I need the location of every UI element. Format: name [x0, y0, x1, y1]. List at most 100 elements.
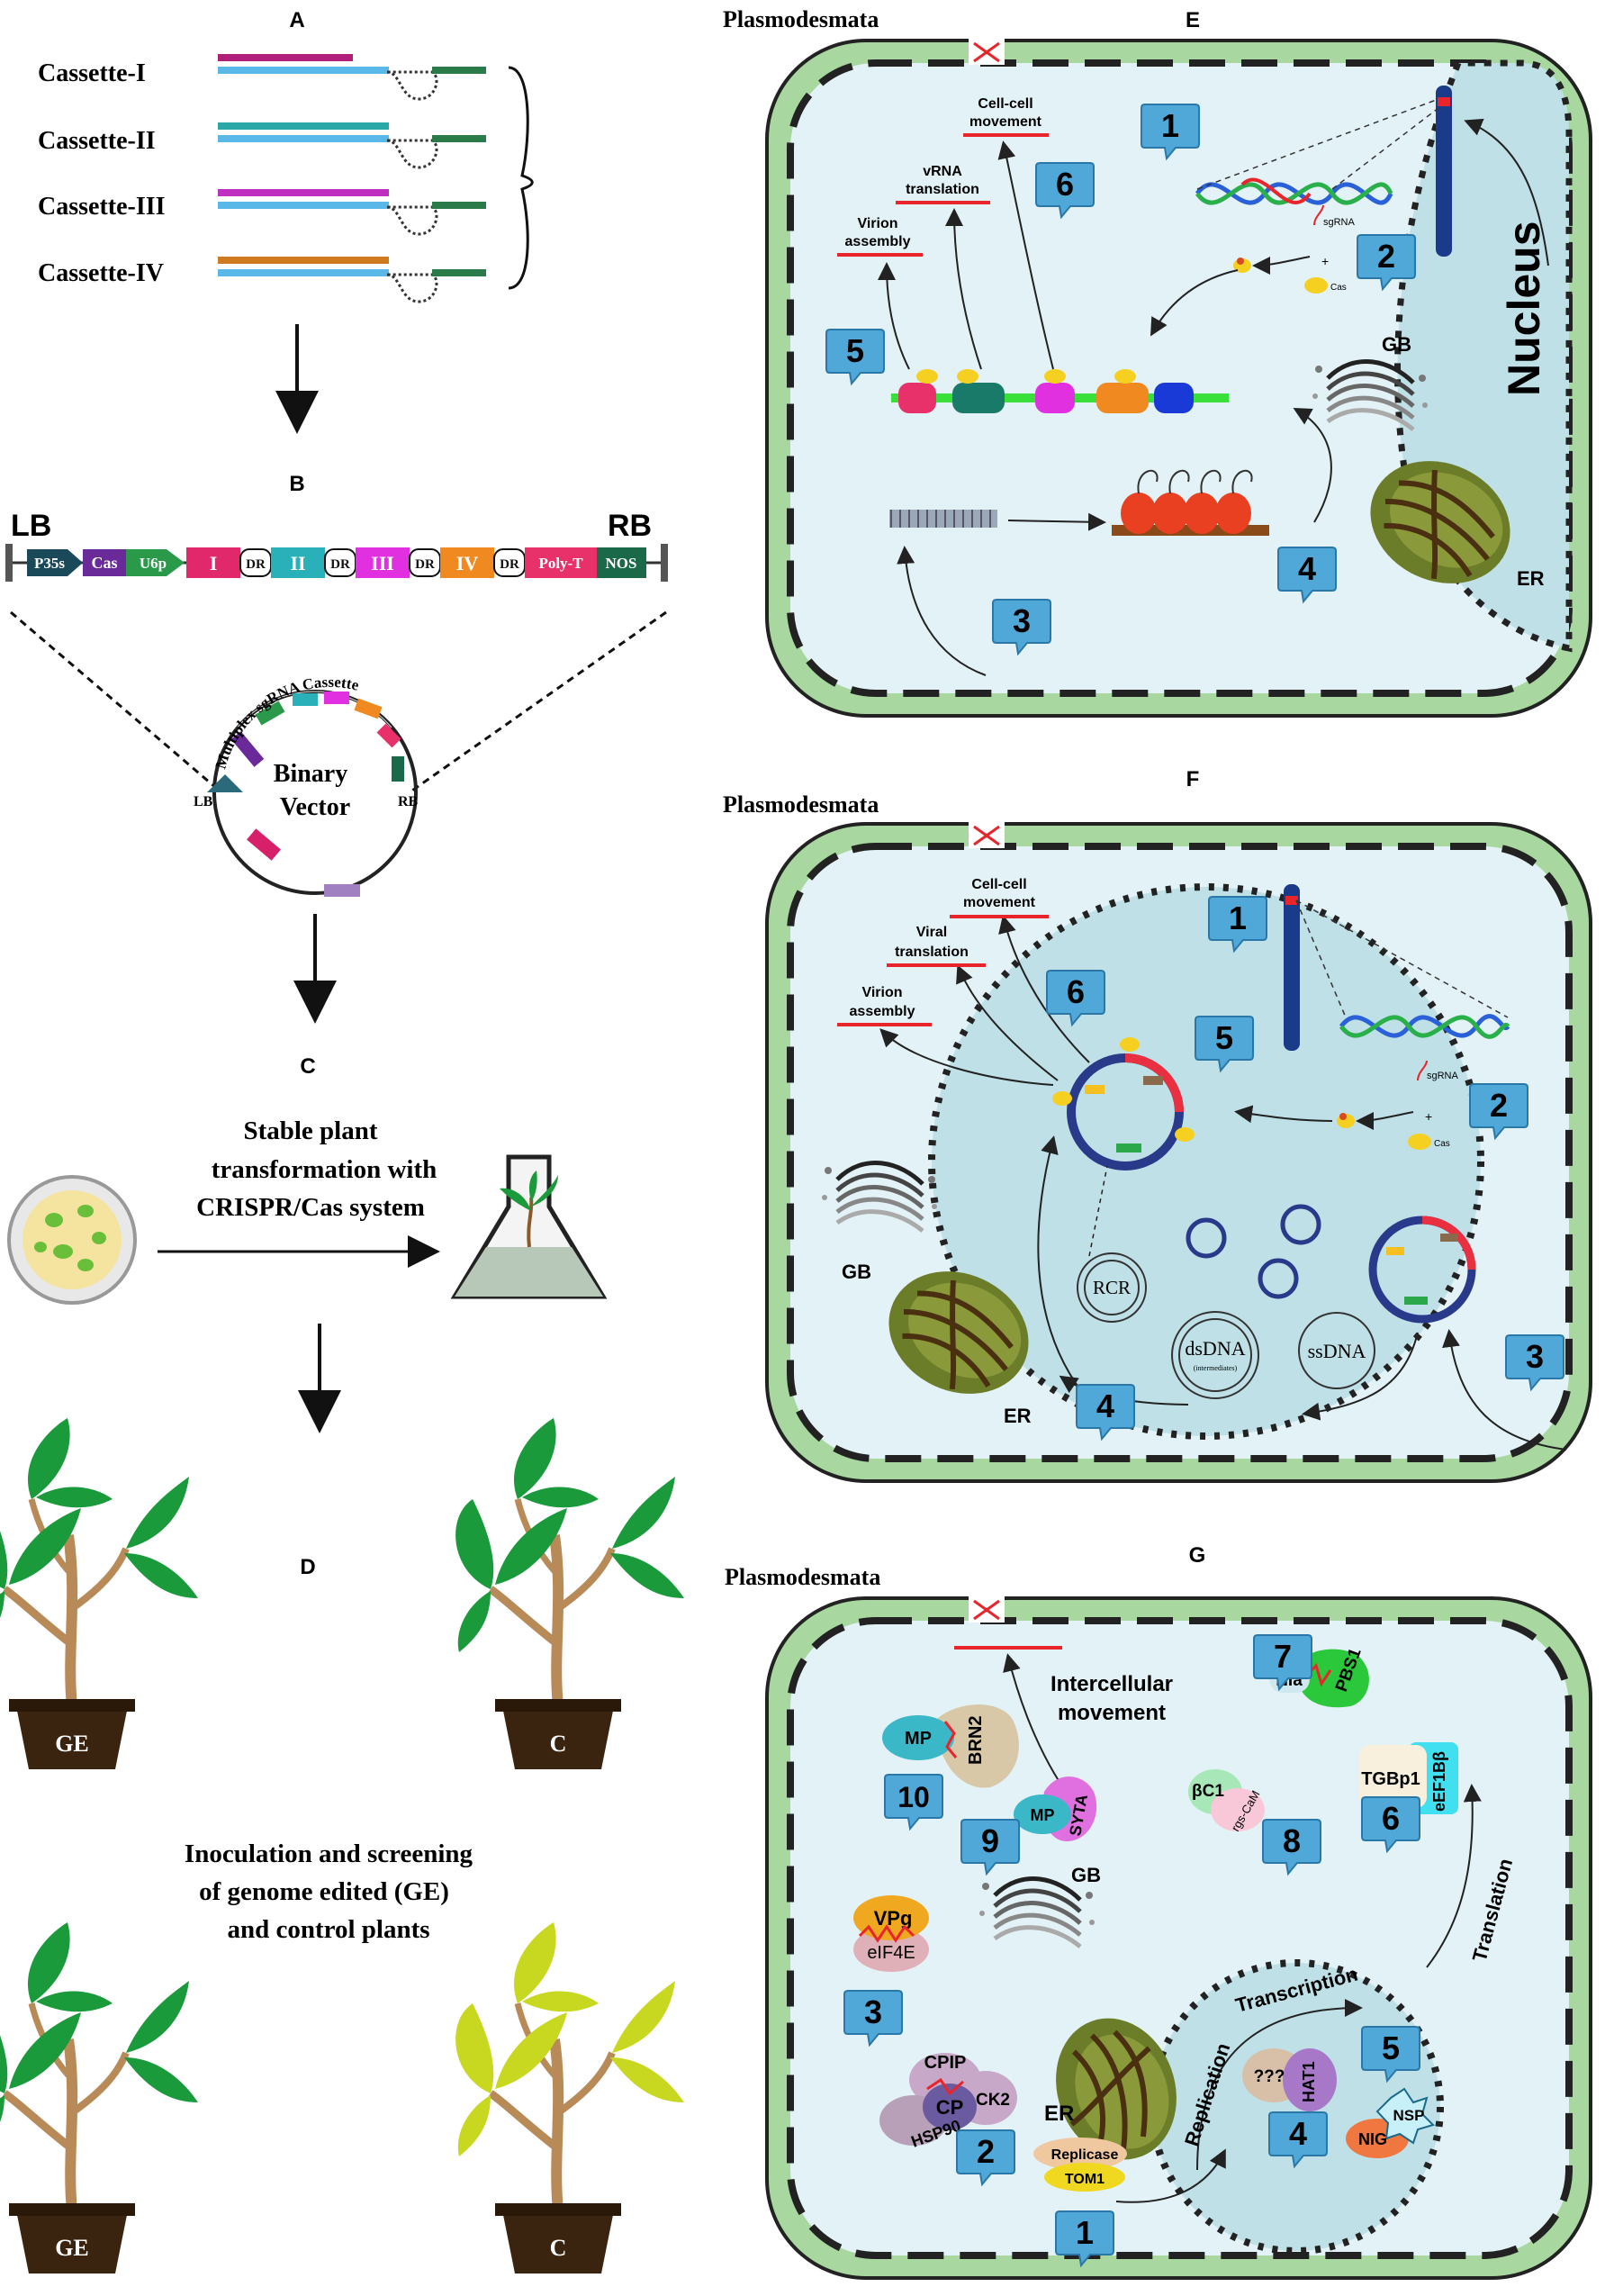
arrow-nucleus [1464, 118, 1549, 267]
arrow-translation [1293, 408, 1332, 523]
badge-number: 5 [846, 332, 864, 369]
zoom-line [1196, 98, 1439, 190]
cassette-list: Cassette-I Cassette-II Cassette-III Cass… [38, 54, 534, 303]
badge-number: 6 [1382, 1800, 1400, 1837]
plus-label: + [1425, 1109, 1432, 1124]
cas-label: Cas [1434, 1139, 1450, 1149]
badge-number: 9 [981, 1822, 999, 1859]
plasmid-lb: LB [194, 794, 213, 809]
step-badge: 3 [843, 1990, 903, 2046]
panel-a-letter: A [289, 8, 304, 32]
cp-label: CP [936, 2096, 964, 2119]
mp-label: MP [1031, 1806, 1055, 1824]
segment-label: U6p [140, 555, 167, 572]
arrow-translation-g [1426, 1784, 1482, 1968]
step-badge: 1 [1055, 2210, 1114, 2266]
ge-label: GE [55, 2235, 89, 2261]
cassette-iii-glyph [218, 189, 486, 236]
step-badge: 9 [960, 1819, 1020, 1875]
step-badge: 6 [1046, 970, 1105, 1026]
zoom-line [1331, 107, 1439, 190]
segment-label: IV [456, 552, 479, 574]
c-text: Stable plant [243, 1116, 377, 1145]
tom1-label: TOM1 [1065, 2172, 1105, 2187]
brn2-label: BRN2 [966, 1716, 986, 1765]
ssdna-label: ssDNA [1308, 1340, 1366, 1362]
complex-tgbp1-eef1bb: TGBp1 eEF1Bβ [1359, 1742, 1458, 1814]
gb-label: GB [842, 1261, 871, 1283]
cassette-label: Cassette-I [38, 59, 146, 87]
c-label: C [550, 2235, 567, 2261]
plasmodesmata-label: Plasmodesmata [723, 791, 879, 818]
plasmid-rb: RB [398, 794, 419, 809]
dashed-zoom-line [10, 610, 217, 790]
segment-label: I [210, 552, 218, 574]
segment-label: III [371, 552, 394, 574]
e-labels: Cell-cell movement vRNA translation Viri… [837, 96, 1049, 257]
step-badge: 2 [1357, 234, 1416, 290]
step-badge: 6 [1035, 162, 1095, 218]
complex-mp-brn2: MP BRN2 [882, 1704, 1019, 1788]
arrow-rcr-to-genome [1037, 1135, 1086, 1397]
ck2-label: CK2 [976, 2091, 1010, 2110]
badge-number: 1 [1076, 2214, 1094, 2251]
step-badge: 5 [1195, 1016, 1254, 1071]
plasmid-name: Binary [274, 760, 347, 788]
badge-number: 7 [1274, 1638, 1292, 1675]
badge-number: 10 [897, 1781, 930, 1813]
ribosome-polysome [1112, 469, 1269, 536]
badge-number: 5 [1382, 2029, 1400, 2066]
segment-label: II [290, 552, 305, 574]
nig-label: NIG [1358, 2130, 1387, 2148]
cas-complex-f: sgRNA + Cas [1337, 1060, 1459, 1150]
step-badge: 4 [1268, 2111, 1328, 2167]
complex-replicase-tom1: Replicase TOM1 [1033, 2138, 1127, 2192]
arrow-cas-to-genome [1234, 1105, 1333, 1124]
badge-number: 2 [1377, 238, 1395, 275]
virion-line2: assembly [845, 234, 911, 249]
er-label: ER [1044, 2102, 1074, 2126]
plasmid-arc-label: Multiplex sgRNA Cassette [212, 673, 361, 771]
rb-label: RB [608, 509, 652, 543]
cassette-label: Cassette-II [38, 127, 156, 155]
badge-number: 4 [1096, 1388, 1114, 1424]
intercellular-2: movement [1058, 1701, 1166, 1725]
step-badge: 3 [1505, 1334, 1564, 1390]
cas-complex-e: sgRNA + Cas [1233, 204, 1356, 294]
sgrna-label: sgRNA [1323, 217, 1356, 228]
t-dna-construct: P35s Cas U6p I DR II DR III DR IV DR Pol… [5, 544, 668, 582]
badge-number: 2 [977, 2133, 995, 2170]
segment-label: DR [500, 557, 519, 572]
curly-brace [508, 66, 534, 290]
panel-g-letter: G [1189, 1543, 1206, 1568]
unknown-label: ??? [1254, 2067, 1285, 2086]
replication-intermediates: RCR dsDNA (intermediates) ssDNA [1077, 1204, 1476, 1399]
arrow-replicase [1115, 2148, 1226, 2203]
segment-label: NOS [606, 555, 637, 572]
plant-ge-bottom: GE [0, 1922, 198, 2273]
chromosome-f [1284, 884, 1300, 1051]
badge-number: 5 [1215, 1019, 1233, 1056]
dashed-zoom-line [409, 610, 667, 794]
arrow-ss [1302, 1332, 1419, 1421]
f-labels: Cell-cell movement Viral translation Vir… [837, 877, 1049, 1026]
binary-vector-plasmid: LB RB Binary Vector Multiplex sgRNA Cass… [194, 673, 419, 897]
er-label: ER [1004, 1405, 1032, 1427]
eif4e-label: eIF4E [867, 1943, 915, 1963]
badge-number: 3 [1526, 1338, 1544, 1375]
c-label: C [550, 1731, 567, 1757]
panel-e-letter: E [1186, 8, 1200, 32]
cassette-label: Cassette-III [38, 193, 166, 221]
segment-label: Poly-T [538, 555, 583, 572]
rcr-label: RCR [1093, 1277, 1131, 1298]
complex-vpg-eif4e: VPg eIF4E [853, 1895, 929, 1972]
f-viral-2: translation [895, 945, 969, 960]
dashed-link [1088, 1165, 1108, 1257]
gb-label: GB [1382, 333, 1411, 356]
gb-label: GB [1071, 1864, 1101, 1886]
ge-label: GE [55, 1731, 89, 1757]
c-text: CRISPR/Cas system [196, 1193, 425, 1222]
cell-cell-line2: movement [969, 114, 1042, 130]
d-text: Inoculation and screening [185, 1840, 473, 1868]
arrow-cellcell-f [998, 915, 1090, 1063]
